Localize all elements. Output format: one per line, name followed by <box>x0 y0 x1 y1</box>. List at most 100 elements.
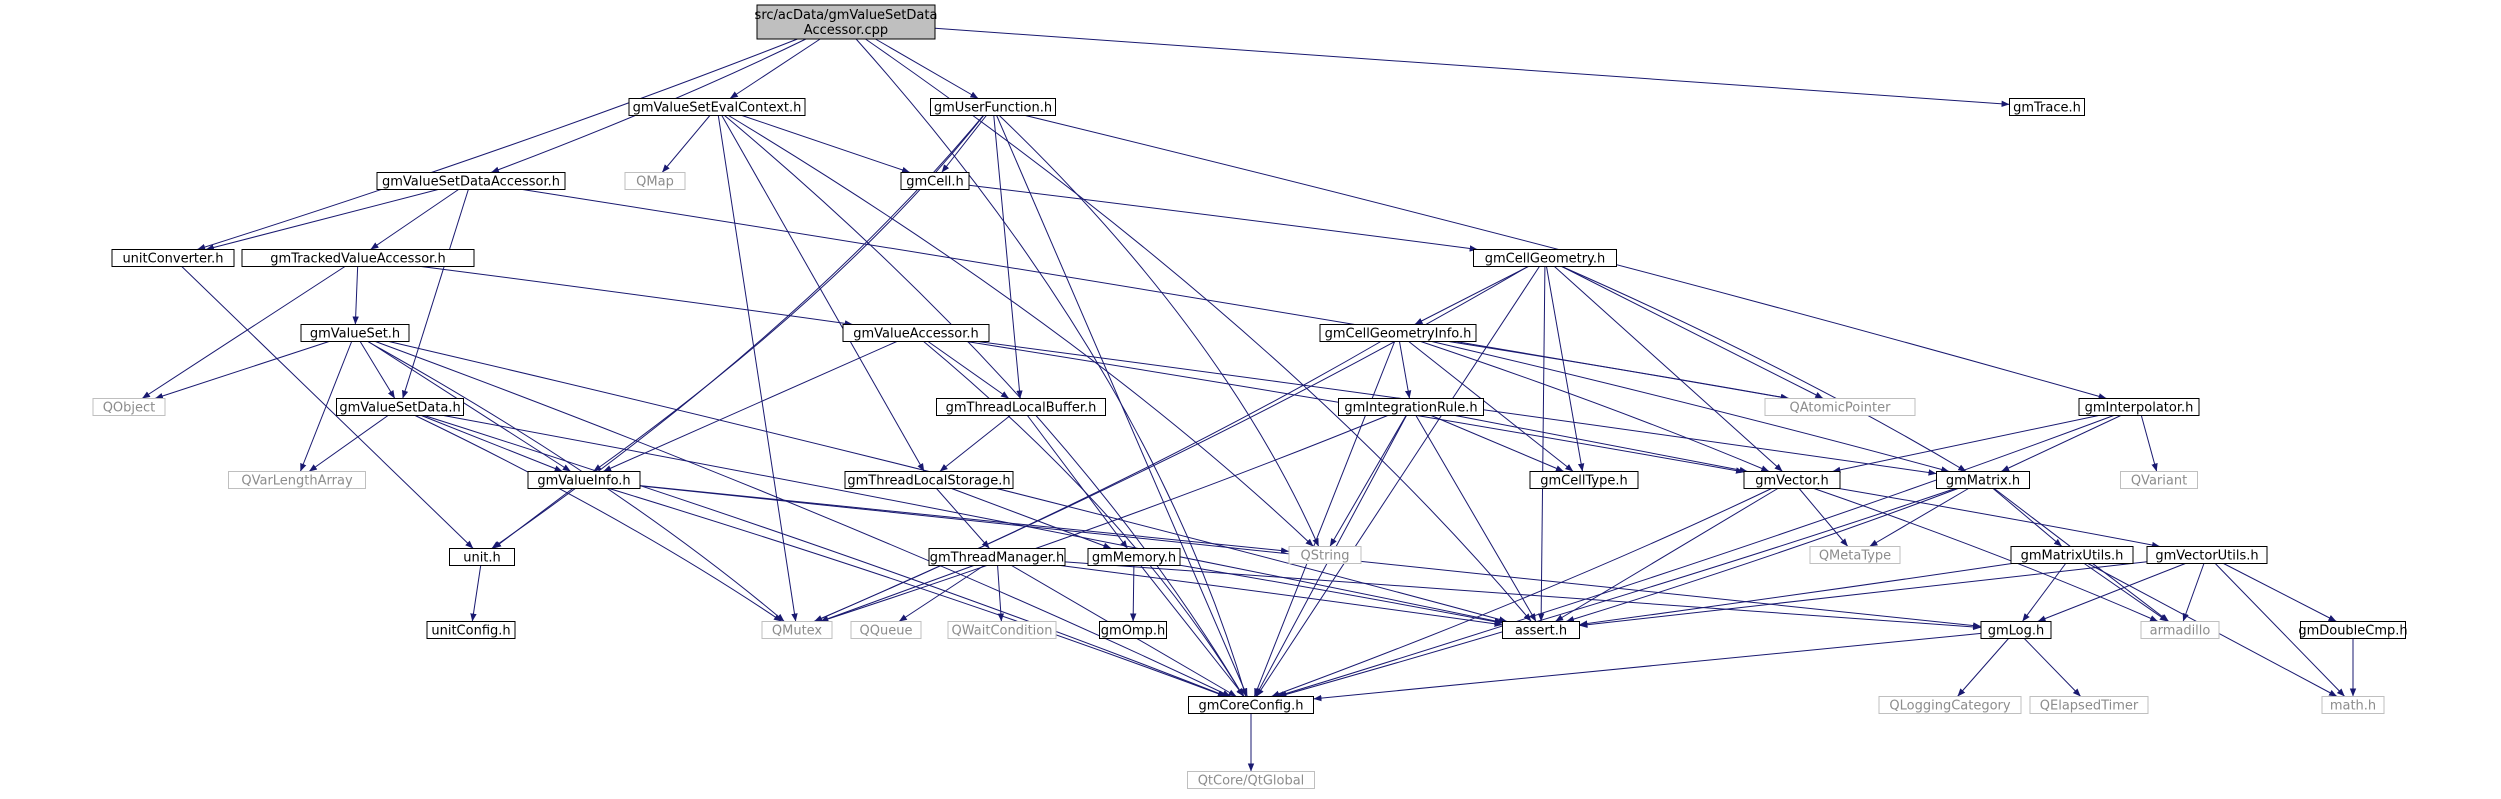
node-matutils[interactable]: gmMatrixUtils.h <box>2010 546 2134 564</box>
node-box-qelapsed <box>2029 696 2149 714</box>
node-box-armadillo <box>2140 621 2220 639</box>
edge-userfunc-to-coreconfig <box>996 115 1248 697</box>
node-tls[interactable]: gmThreadLocalStorage.h <box>844 471 1014 489</box>
node-box-dblcmp <box>2300 621 2406 639</box>
node-box-qobject <box>92 398 166 416</box>
edge-cellgeom-to-cgi <box>1414 266 1529 325</box>
edge-userfunc-to-qstring <box>998 115 1320 547</box>
node-cellgeom[interactable]: gmCellGeometry.h <box>1473 249 1617 267</box>
node-root[interactable]: src/acData/gmValueSetDataAccessor.cpp <box>755 4 938 40</box>
edge-unit-to-unitconfig <box>470 565 482 622</box>
node-qelapsed: QElapsedTimer <box>2029 696 2149 714</box>
node-cgi[interactable]: gmCellGeometryInfo.h <box>1319 324 1477 342</box>
node-box-qvariant <box>2120 471 2198 489</box>
node-label-qqueue: QQueue <box>860 624 913 639</box>
edge-cellgeom-to-qatomic <box>1561 266 1824 399</box>
node-label-assert: assert.h <box>1515 624 1567 639</box>
node-label-unitconv: unitConverter.h <box>122 252 223 267</box>
node-label-unit: unit.h <box>463 551 501 566</box>
node-unitconfig[interactable]: unitConfig.h <box>426 621 516 639</box>
node-matrix[interactable]: gmMatrix.h <box>1936 471 2030 489</box>
node-box-assert <box>1502 621 1580 639</box>
node-label-cell: gmCell.h <box>906 175 964 190</box>
node-box-qmetatype <box>1809 546 1901 564</box>
edge-vsdata-to-qvarlen <box>308 415 389 472</box>
node-assert[interactable]: assert.h <box>1502 621 1580 639</box>
node-vector[interactable]: gmVector.h <box>1743 471 1841 489</box>
edge-root-to-coreconfig <box>855 38 1247 697</box>
node-interp[interactable]: gmInterpolator.h <box>2078 398 2200 416</box>
edge-userfunc-to-valueinfo <box>593 115 985 472</box>
edge-tracked-to-valueset <box>352 266 359 325</box>
node-trace[interactable]: gmTrace.h <box>2009 98 2085 116</box>
node-label-evalctx: gmValueSetEvalContext.h <box>633 101 802 116</box>
node-valueset[interactable]: gmValueSet.h <box>300 324 410 342</box>
edge-evalctx-to-qstring <box>728 115 1314 547</box>
edge-interp-to-coreconfig <box>1276 415 2114 698</box>
edge-cgi-to-matrix <box>1431 341 1950 473</box>
edge-vsdata-to-coreconfig <box>424 415 1227 697</box>
node-valueacc[interactable]: gmValueAccessor.h <box>842 324 990 342</box>
node-label-qmap: QMap <box>636 175 674 190</box>
node-vecutils[interactable]: gmVectorUtils.h <box>2146 546 2268 564</box>
node-threadmgr[interactable]: gmThreadManager.h <box>928 548 1066 566</box>
edge-valueset-to-qvarlen <box>299 341 353 472</box>
node-qmetatype: QMetaType <box>1809 546 1901 564</box>
edge-cgi-to-qmutex <box>814 341 1382 622</box>
node-evalctx[interactable]: gmValueSetEvalContext.h <box>628 98 806 116</box>
node-omp[interactable]: gmOmp.h <box>1099 621 1167 639</box>
node-label-tlb: gmThreadLocalBuffer.h <box>946 401 1097 416</box>
node-intrule[interactable]: gmIntegrationRule.h <box>1338 398 1484 416</box>
edge-valueacc-to-valueinfo <box>602 341 898 472</box>
edge-valueset-to-coreconfig <box>375 341 1231 697</box>
edge-tracked-to-qobject <box>141 266 346 399</box>
edge-vsdata-to-assert <box>443 415 1503 624</box>
node-label-log: gmLog.h <box>1988 624 2045 639</box>
node-label-interp: gmInterpolator.h <box>2085 401 2194 416</box>
node-tlb[interactable]: gmThreadLocalBuffer.h <box>936 398 1106 416</box>
node-coreconfig[interactable]: gmCoreConfig.h <box>1188 696 1314 714</box>
node-dblcmp[interactable]: gmDoubleCmp.h <box>2298 621 2408 639</box>
node-vsdata[interactable]: gmValueSetData.h <box>336 398 464 416</box>
node-qmap: QMap <box>624 172 686 190</box>
edge-unitconv-to-unit <box>181 266 474 549</box>
edge-tlb-to-tls <box>939 415 1011 472</box>
edge-intrule-to-assert <box>1415 415 1537 622</box>
node-box-tlb <box>936 398 1106 416</box>
node-box-tracked <box>241 249 475 267</box>
edge-cellgeom-to-coreconfig <box>1256 266 1540 697</box>
node-dataacc[interactable]: gmValueSetDataAccessor.h <box>376 172 566 190</box>
node-label-qobject: QObject <box>103 401 156 416</box>
node-box-dataacc <box>376 172 566 190</box>
node-unit[interactable]: unit.h <box>449 548 515 566</box>
node-qvarlen: QVarLengthArray <box>228 471 366 489</box>
edge-dataacc-to-tracked <box>370 189 459 250</box>
edge-valueset-to-qobject <box>154 341 330 400</box>
node-box-unitconv <box>111 249 235 267</box>
edge-userfunc-to-tlb <box>993 115 1023 399</box>
node-label-valueset: gmValueSet.h <box>310 327 400 342</box>
node-valueinfo[interactable]: gmValueInfo.h <box>527 471 641 489</box>
edge-matrix-to-assert <box>1565 488 1959 623</box>
node-log[interactable]: gmLog.h <box>1980 621 2052 639</box>
node-box-unit <box>449 548 515 566</box>
node-box-cgi <box>1319 324 1477 342</box>
node-label-root: src/acData/gmValueSetData <box>755 8 938 23</box>
edge-evalctx-to-qmap <box>661 115 711 173</box>
edge-intrule-to-qmutex <box>820 415 1388 623</box>
node-label-tls: gmThreadLocalStorage.h <box>847 474 1010 489</box>
node-cell[interactable]: gmCell.h <box>900 172 970 190</box>
node-label-vsdata: gmValueSetData.h <box>339 401 460 416</box>
node-celltype[interactable]: gmCellType.h <box>1529 471 1639 489</box>
node-tracked[interactable]: gmTrackedValueAccessor.h <box>241 249 475 267</box>
node-memory[interactable]: gmMemory.h <box>1087 548 1181 566</box>
edge-vecutils-to-log <box>2037 563 2186 622</box>
node-unitconv[interactable]: unitConverter.h <box>111 249 235 267</box>
nodes-layer: src/acData/gmValueSetDataAccessor.cpp gmV… <box>92 4 2408 789</box>
node-userfunc[interactable]: gmUserFunction.h <box>930 98 1056 116</box>
edge-tracked-to-valueacc <box>421 266 853 327</box>
edge-tlb-to-memory <box>1027 415 1128 549</box>
edge-cellgeom-to-qmutex <box>813 266 1529 622</box>
node-label-intrule: gmIntegrationRule.h <box>1344 401 1477 416</box>
node-label-dataacc: gmValueSetDataAccessor.h <box>382 175 560 190</box>
